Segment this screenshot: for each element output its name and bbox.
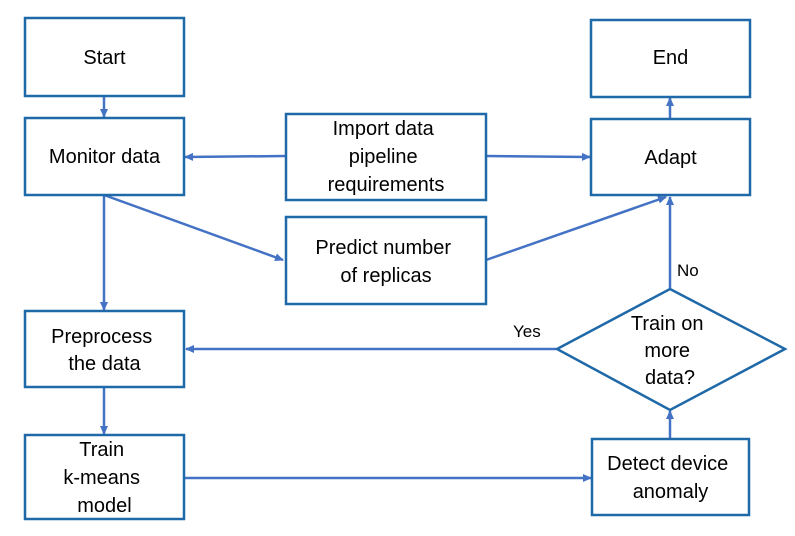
- arrow-import-to-monitor: [184, 152, 287, 161]
- node-end-label: End: [653, 47, 689, 69]
- node-train-model: Train k-means model: [23, 433, 186, 521]
- node-predict-replicas: Predict number of replicas: [284, 215, 488, 306]
- node-decision-train-more: Train on more data?: [554, 287, 788, 412]
- node-start-label: Start: [83, 47, 126, 69]
- edges: [100, 96, 674, 482]
- node-import-requirements: Import data pipeline requirements: [284, 112, 488, 202]
- node-detect-anomaly-label: Detect device anomaly: [607, 453, 734, 503]
- edge-label-no: No: [677, 261, 699, 280]
- node-import-requirements-label: Import data pipeline requirements: [328, 118, 445, 196]
- node-decision-train-more-label: Train on more data?: [631, 313, 709, 389]
- node-adapt: Adapt: [589, 117, 752, 197]
- node-train-model-label: Train k-means model: [63, 439, 145, 517]
- node-adapt-label: Adapt: [644, 147, 697, 169]
- node-start: Start: [23, 16, 186, 98]
- node-predict-replicas-label: Predict number of replicas: [315, 237, 456, 287]
- edge-label-yes: Yes: [513, 322, 541, 341]
- node-end: End: [589, 18, 752, 99]
- node-monitor-data: Monitor data: [23, 116, 186, 197]
- node-detect-anomaly: Detect device anomaly: [590, 437, 751, 517]
- arrow-monitor-to-predict: [103, 193, 284, 262]
- arrow-import-to-adapt: [485, 152, 591, 161]
- arrow-predict-to-adapt: [485, 195, 667, 262]
- node-monitor-data-label: Monitor data: [49, 146, 161, 168]
- node-preprocess: Preprocess the data: [23, 309, 186, 389]
- node-preprocess-label: Preprocess the data: [51, 326, 158, 375]
